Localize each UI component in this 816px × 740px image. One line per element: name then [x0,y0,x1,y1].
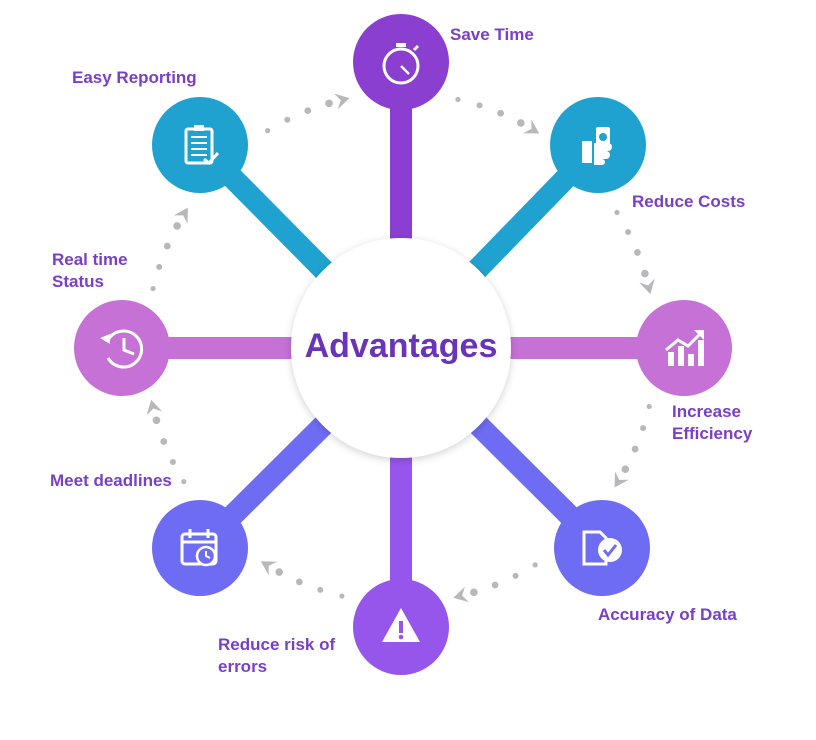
label-increase-efficiency: Increase Efficiency [672,402,753,443]
label-accuracy-of-data: Accuracy of Data [598,605,737,624]
label-reduce-costs: Reduce Costs [632,192,746,211]
flow-arrow [614,403,652,488]
label-save-time: Save Time [450,25,534,44]
flow-arrow [614,209,655,295]
center-title: Advantages [304,327,498,365]
document-check-icon [582,530,622,566]
flow-arrow [146,399,187,485]
label-reduce-risk: Reduce risk of errors [218,635,336,676]
growth-chart-icon [665,330,704,366]
flow-arrow [453,562,538,603]
center-circle [291,238,511,458]
clipboard-check-icon [184,125,220,166]
calendar-clock-icon [180,529,218,567]
flow-arrow [260,561,345,599]
warning-icon [382,608,420,642]
nodes [74,14,732,675]
node-real-time-status [74,300,170,396]
history-clock-icon [100,329,144,369]
flow-arrow [150,207,188,292]
money-hand-icon [582,127,612,165]
label-easy-reporting: Easy Reporting [72,68,197,87]
flow-arrow [455,96,540,134]
node-save-time [353,14,449,110]
flow-arrows [146,93,655,603]
label-meet-deadlines: Meet deadlines [50,471,172,490]
node-easy-reporting [152,97,248,193]
stopwatch-icon [382,43,420,85]
flow-arrow [265,93,350,134]
label-real-time-status: Real time Status [52,250,128,291]
